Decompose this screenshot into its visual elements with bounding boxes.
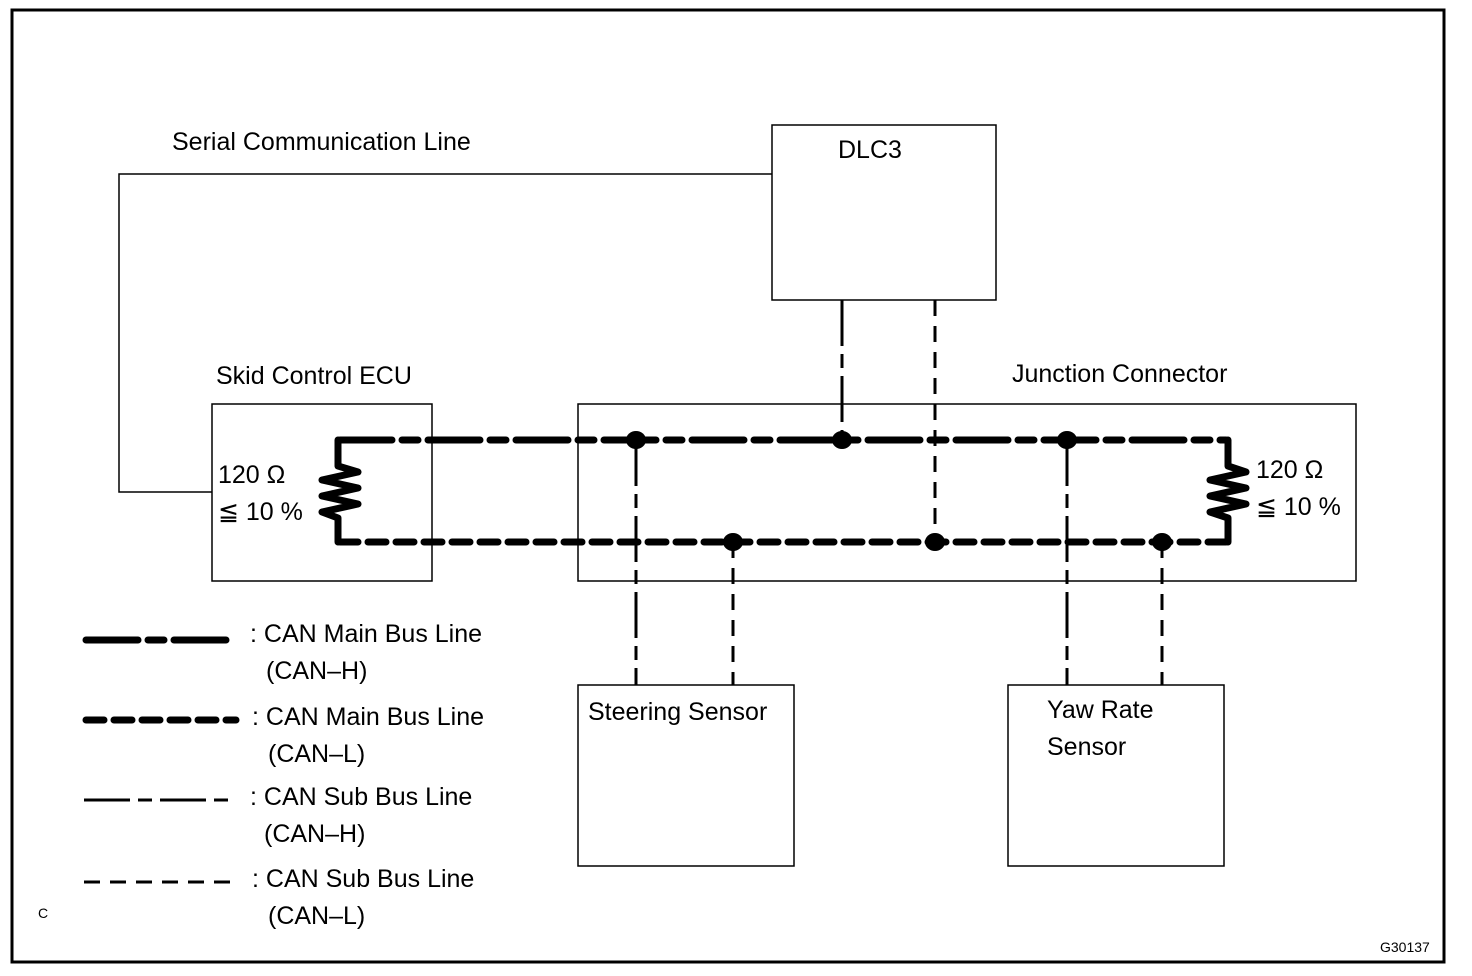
junction-node (1057, 431, 1077, 449)
junction-node (723, 533, 743, 551)
right-resistor-tolerance: ≦ 10 % (1256, 493, 1341, 521)
yaw-rate-sensor-box (1007, 684, 1225, 867)
figure-id: G30137 (1380, 939, 1430, 955)
outer-frame (10, 8, 1446, 964)
corner-mark: C (38, 905, 48, 921)
left-terminator-resistor (318, 436, 362, 546)
serial-communication-line-label: Serial Communication Line (172, 128, 471, 156)
left-resistor-value: 120 Ω (218, 461, 285, 489)
junction-connector-box (577, 403, 1357, 582)
skid-control-ecu-label: Skid Control ECU (216, 362, 412, 390)
junction-node (626, 431, 646, 449)
legend: : CAN Main Bus Line (CAN–H) : CAN Main B… (82, 620, 484, 930)
legend-sublabel: (CAN–L) (268, 740, 365, 768)
legend-sublabel: (CAN–H) (266, 657, 367, 685)
right-resistor-value: 120 Ω (1256, 456, 1323, 484)
yaw-rate-sensor-label-line2: Sensor (1047, 733, 1126, 761)
junction-node (832, 431, 852, 449)
steering-sensor-label: Steering Sensor (588, 698, 767, 726)
junction-node (1152, 533, 1172, 551)
left-resistor-tolerance: ≦ 10 % (218, 498, 303, 526)
legend-sublabel: (CAN–H) (264, 820, 365, 848)
legend-label: : CAN Sub Bus Line (250, 783, 472, 811)
serial-communication-line (118, 173, 772, 493)
legend-label: : CAN Main Bus Line (250, 620, 482, 648)
steering-sensor-box (577, 684, 795, 867)
junction-node (925, 533, 945, 551)
skid-control-ecu-box (211, 403, 433, 582)
legend-sublabel: (CAN–L) (268, 902, 365, 930)
legend-label: : CAN Main Bus Line (252, 703, 484, 731)
junction-connector-label: Junction Connector (1012, 360, 1227, 388)
right-terminator-resistor (1206, 436, 1250, 546)
yaw-rate-sensor-label-line1: Yaw Rate (1047, 696, 1154, 724)
dlc3-label: DLC3 (838, 136, 902, 164)
dlc3-box (771, 124, 997, 301)
legend-label: : CAN Sub Bus Line (252, 865, 474, 893)
